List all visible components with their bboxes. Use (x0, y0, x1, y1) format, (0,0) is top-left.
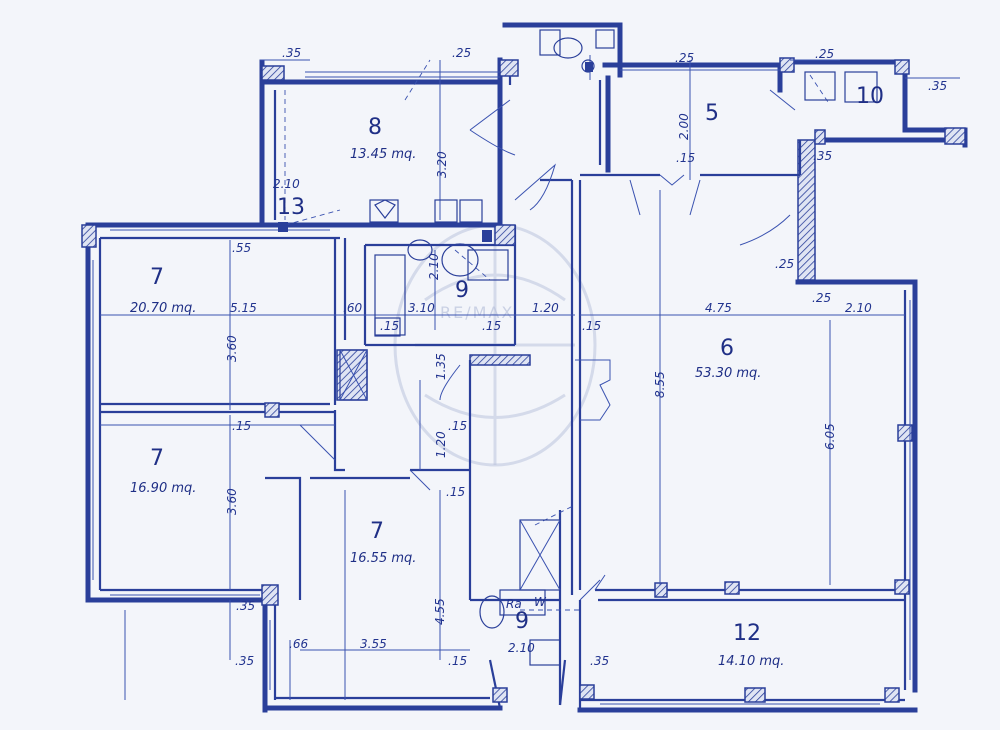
room-number: 7 (370, 519, 384, 544)
fixtures (278, 29, 878, 666)
dimension-label: 1.20 (532, 301, 559, 315)
room-number: 9 (515, 609, 529, 634)
dimension-label: .60 (343, 301, 362, 315)
dimension-label: .35 (813, 149, 832, 163)
dimension-label: .25 (452, 46, 471, 60)
dimension-label: .25 (675, 51, 694, 65)
radiator-label: Ra (506, 597, 522, 611)
dimension-label: .15 (446, 485, 465, 499)
dimension-label: .15 (676, 151, 695, 165)
wc-label: W (534, 595, 547, 609)
room-number: 6 (720, 336, 734, 361)
dimension-label: .15 (448, 654, 467, 668)
dimension-label: 3.20 (435, 151, 449, 178)
dimension-label: .35 (590, 654, 609, 668)
electrical-lines (284, 59, 831, 611)
dimension-label: 3.60 (225, 335, 239, 362)
dimension-label: .66 (289, 637, 308, 651)
dimension-lines (100, 55, 960, 700)
dimension-label: 6.05 (823, 423, 837, 450)
room-area: 16.90 mq. (130, 481, 196, 496)
dimension-label: .25 (775, 257, 794, 271)
dimension-label: .25 (812, 291, 831, 305)
dimension-label: 2.00 (677, 113, 691, 140)
dimension-label: 3.60 (225, 488, 239, 515)
dimension-label: 2.10 (845, 301, 872, 315)
room-number: 8 (368, 115, 382, 140)
windows (92, 69, 911, 705)
dimension-label: 1.20 (434, 431, 448, 458)
dimension-label: 4.75 (705, 301, 732, 315)
dimension-label: 5.15 (230, 301, 257, 315)
doors (299, 89, 796, 601)
dimension-label: .15 (582, 319, 601, 333)
room-number: 7 (150, 265, 164, 290)
dimension-label: .35 (282, 46, 301, 60)
dimension-label: 2.10 (273, 177, 300, 191)
watermark-text: RE/MAX (440, 303, 514, 322)
dimension-label: .25 (815, 47, 834, 61)
room-area: 13.45 mq. (350, 147, 416, 162)
room-labels: 8 13.45 mq. 5 10 13 7 20.70 mq. 9 6 53.3… (130, 84, 884, 669)
room-number: 13 (277, 195, 305, 220)
dimension-label: 4.55 (433, 598, 447, 625)
room-area: 53.30 mq. (695, 366, 761, 381)
room-number: 10 (856, 84, 884, 109)
dimension-label: .15 (448, 419, 467, 433)
dimension-label: .55 (232, 241, 251, 255)
dimension-label: .35 (928, 79, 947, 93)
dimension-label: 8.55 (653, 371, 667, 398)
dimension-label: .15 (380, 319, 399, 333)
room-number: 12 (733, 621, 761, 646)
dimension-label: 3.10 (408, 301, 435, 315)
wall-blocks (81, 57, 966, 703)
room-area: 14.10 mq. (718, 654, 784, 669)
room-number: 5 (705, 101, 719, 126)
room-area: 16.55 mq. (350, 551, 416, 566)
dimension-label: .35 (236, 599, 255, 613)
dimension-label: .15 (482, 319, 501, 333)
room-area: 20.70 mq. (130, 301, 196, 316)
fixture-labels: Ra W (506, 595, 547, 611)
walls (85, 22, 968, 713)
room-number: 7 (150, 446, 164, 471)
dimension-label: 3.55 (360, 637, 387, 651)
dimension-label: .35 (235, 654, 254, 668)
room-number: 9 (455, 278, 469, 303)
dimension-label: .15 (232, 419, 251, 433)
dimension-label: 2.10 (508, 641, 535, 655)
dimension-label: 1.35 (434, 353, 448, 380)
dimension-labels: .35 .25 .25 .25 .35 3.20 2.00 .15 .35 2.… (225, 46, 947, 668)
dimension-label: 2.10 (427, 253, 441, 280)
